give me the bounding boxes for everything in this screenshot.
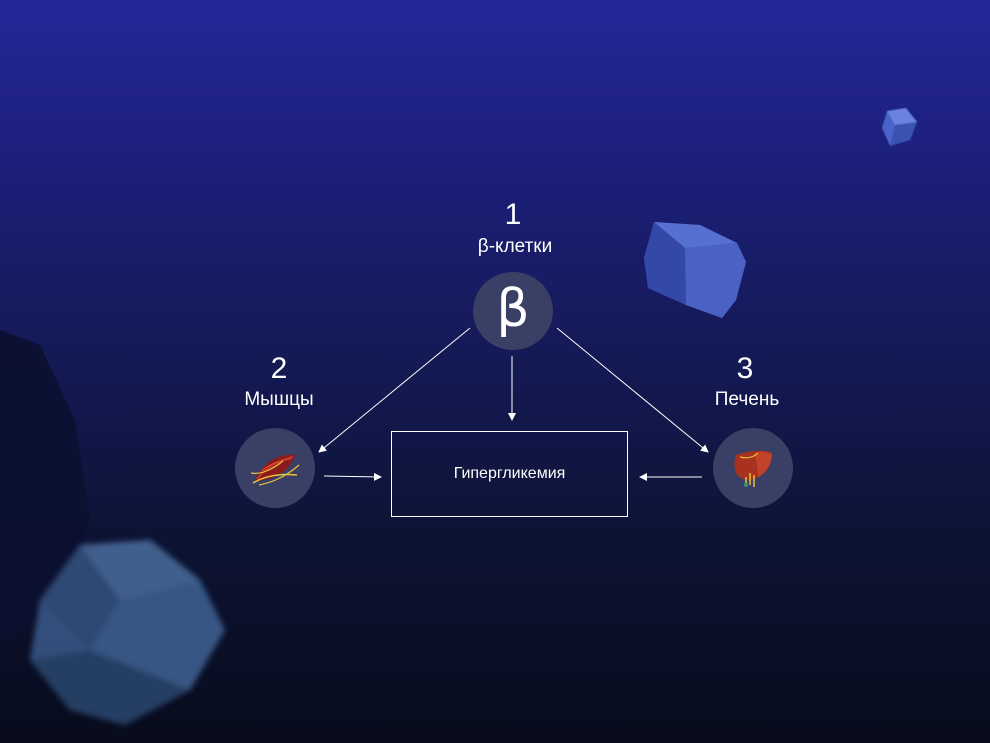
beta-cells-circle: β: [473, 272, 553, 350]
node-number-muscles: 2: [270, 352, 288, 385]
arrow-beta-to-muscles: [318, 327, 471, 453]
node-label-beta-cells: β-клетки: [477, 236, 553, 257]
arrow-beta-to-liver: [556, 327, 709, 453]
medium-crystal-icon: [644, 222, 746, 318]
muscle-icon: [250, 454, 300, 486]
arrow-muscles-to-center: [323, 472, 382, 481]
hyperglycemia-box: Гипергликемия: [391, 431, 628, 517]
beta-symbol-icon: β: [496, 279, 530, 339]
muscles-circle: [235, 428, 315, 508]
liver-circle: [713, 428, 793, 508]
node-label-muscles: Мышцы: [244, 389, 314, 410]
small-crystal-icon: [882, 108, 917, 146]
hyperglycemia-label: Гипергликемия: [453, 465, 566, 482]
node-number-liver: 3: [736, 352, 754, 385]
large-blurred-crystal-icon: [30, 540, 225, 725]
liver-icon: [734, 450, 772, 487]
node-label-liver: Печень: [714, 389, 780, 410]
node-number-beta-cells: 1: [504, 198, 522, 231]
